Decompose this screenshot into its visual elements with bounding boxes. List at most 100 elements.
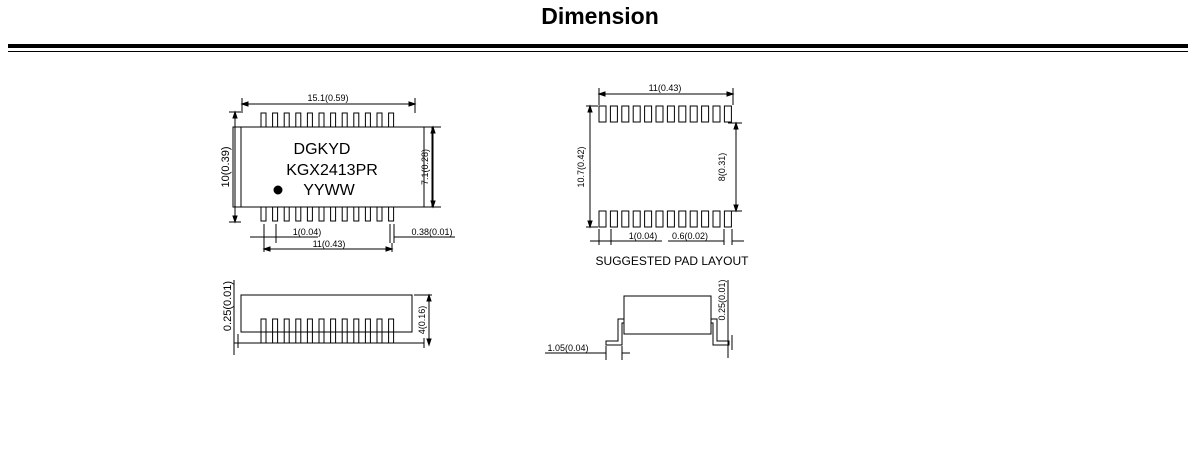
end-view-right-lead	[711, 318, 730, 346]
side-view-lead	[364, 318, 371, 344]
title-divider-thin	[8, 51, 1188, 52]
side-view-lead	[376, 318, 383, 344]
pad	[598, 210, 607, 228]
side-view-lead	[341, 318, 348, 344]
pad	[621, 210, 630, 228]
pad	[598, 105, 607, 123]
top-view-pin	[364, 112, 371, 128]
pad	[644, 105, 653, 123]
top-view-pin	[272, 206, 279, 222]
pin-width-dimension	[389, 224, 455, 243]
pad	[609, 210, 618, 228]
top-view-pin	[260, 112, 267, 128]
side-view-lead	[283, 318, 290, 344]
side-view-lead	[353, 318, 360, 344]
pad	[723, 210, 732, 228]
top-view-pin	[341, 206, 348, 222]
pad-row-top	[598, 105, 732, 123]
top-view-pin	[341, 112, 348, 128]
pad	[712, 105, 721, 123]
end-view-body	[623, 295, 712, 335]
side-view-lead	[272, 318, 279, 344]
end-view-package	[605, 295, 730, 346]
left-height-label: 10(0.39)	[220, 147, 232, 188]
pad-inner-dimension	[728, 121, 742, 213]
span-label: 11(0.43)	[313, 239, 346, 249]
end-foot-dimension	[545, 346, 630, 360]
pad	[712, 210, 721, 228]
top-width-dimension	[240, 98, 417, 113]
side-view-body	[240, 294, 413, 333]
pad	[655, 105, 664, 123]
page-title: Dimension	[541, 3, 659, 29]
top-view-pin	[376, 206, 383, 222]
top-view-pin	[283, 112, 290, 128]
pad-width-label: 11(0.43)	[649, 83, 682, 93]
pad-height-dimension	[586, 104, 598, 229]
left-height-dimension	[229, 110, 241, 224]
pad-pitch-dimension	[590, 229, 662, 245]
top-view-package	[232, 112, 433, 222]
pad	[678, 210, 687, 228]
side-view-lead	[295, 318, 302, 344]
pad	[689, 105, 698, 123]
right-body-dimension	[430, 125, 441, 209]
pad-width-small-dimension	[668, 229, 744, 245]
top-view-pin	[353, 112, 360, 128]
pad-width-small-label: 0.6(0.02)	[672, 231, 708, 241]
end-lead-label: 0.25(0.01)	[717, 279, 727, 320]
top-view-pin	[260, 206, 267, 222]
pin1-dot	[273, 185, 283, 195]
end-foot-label: 1.05(0.04)	[547, 343, 588, 353]
side-view-lead	[260, 318, 267, 344]
pad	[655, 210, 664, 228]
side-view-lead	[318, 318, 325, 344]
pitch-dimension	[250, 224, 318, 243]
pin-width-label: 0.38(0.01)	[411, 227, 452, 237]
right-body-label: 7.1(0.28)	[420, 149, 430, 185]
top-view-pin	[364, 206, 371, 222]
marking-line1: DGKYD	[294, 141, 351, 158]
side-lead-dimension	[233, 280, 239, 355]
top-view-pin	[330, 112, 337, 128]
pad-inner-label: 8(0.31)	[717, 153, 727, 182]
side-view-package	[233, 294, 425, 348]
side-view-lead	[388, 318, 395, 344]
side-view-leads	[260, 318, 395, 344]
side-view-lead	[306, 318, 313, 344]
top-view-pin	[388, 112, 395, 128]
top-view-pin	[272, 112, 279, 128]
pad-pitch-label: 1(0.04)	[629, 231, 658, 241]
top-view-pin	[376, 112, 383, 128]
pad	[632, 210, 641, 228]
side-height-label: 4(0.16)	[417, 306, 427, 335]
pad-width-dimension	[597, 88, 735, 105]
top-view-pin	[306, 112, 313, 128]
top-view-pin	[306, 206, 313, 222]
pad	[689, 210, 698, 228]
pad	[666, 210, 675, 228]
marking-line2: KGX2413PR	[286, 162, 378, 179]
top-view-pin	[318, 206, 325, 222]
top-view-pins-bottom	[260, 206, 395, 222]
end-view-left-lead	[605, 318, 624, 346]
pad	[644, 210, 653, 228]
top-view-pin	[283, 206, 290, 222]
pad	[701, 210, 710, 228]
top-view-pin	[388, 206, 395, 222]
side-lead-label: 0.25(0.01)	[222, 281, 234, 331]
pad-height-label: 10.7(0.42)	[576, 146, 586, 187]
span-dimension	[262, 243, 394, 252]
top-width-label: 15.1(0.59)	[307, 93, 348, 103]
pad-row-bottom	[598, 210, 732, 228]
pad-layout	[598, 105, 732, 228]
pad	[666, 105, 675, 123]
side-view-lead	[330, 318, 337, 344]
pad	[678, 105, 687, 123]
marking-line3: YYWW	[303, 182, 355, 199]
title-divider-thick	[8, 44, 1188, 48]
pad	[632, 105, 641, 123]
top-view-pin	[330, 206, 337, 222]
top-view-pins-top	[260, 112, 395, 128]
